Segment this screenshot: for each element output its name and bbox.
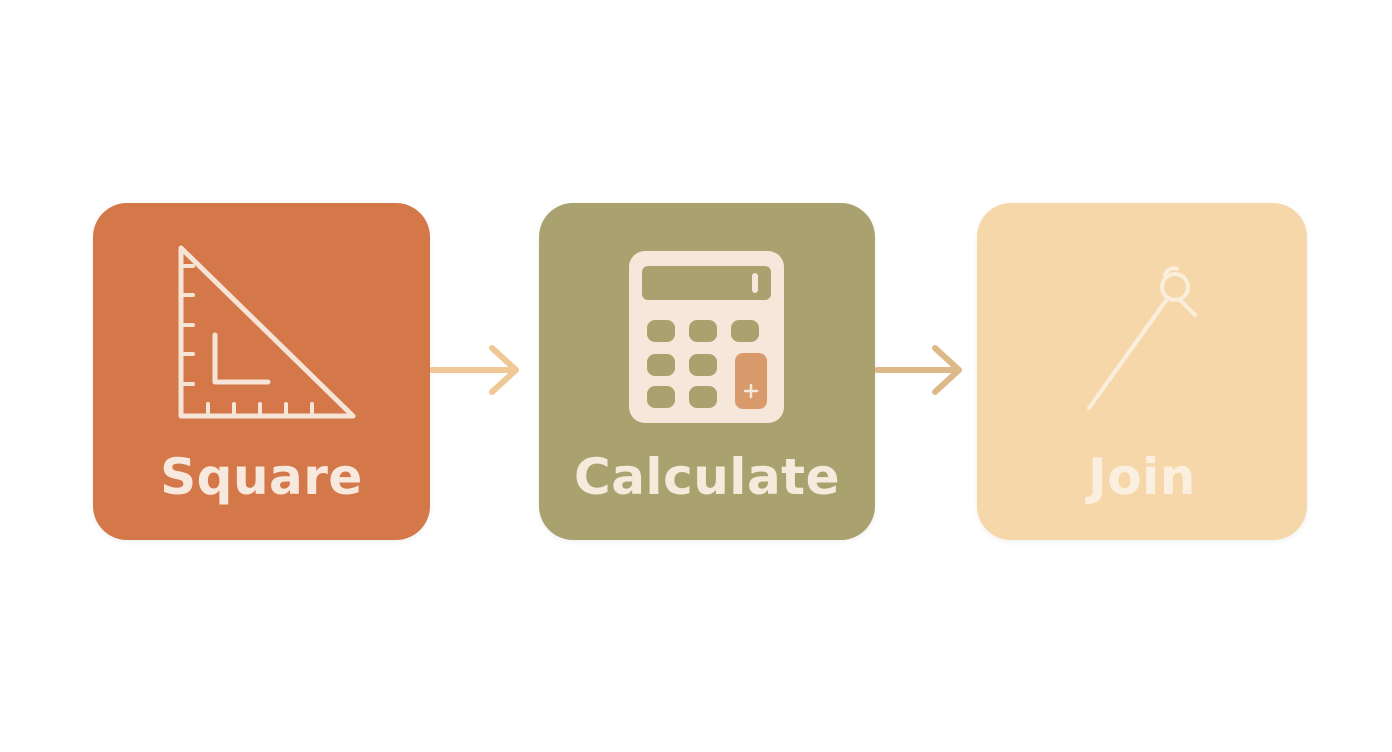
step-calculate-box: Calculate	[539, 203, 875, 540]
calculator-icon	[629, 251, 784, 423]
step-square-box: Square	[93, 203, 430, 540]
step-label-join: Join	[1088, 448, 1196, 506]
step-label-square: Square	[160, 448, 363, 506]
step-join-box: Join	[977, 203, 1307, 540]
arrow-right-icon	[430, 345, 519, 395]
step-label-calculate: Calculate	[574, 448, 840, 506]
arrow-right-icon	[875, 345, 962, 395]
pin-needle-icon	[1087, 266, 1197, 410]
set-square-ruler-icon	[178, 245, 356, 419]
